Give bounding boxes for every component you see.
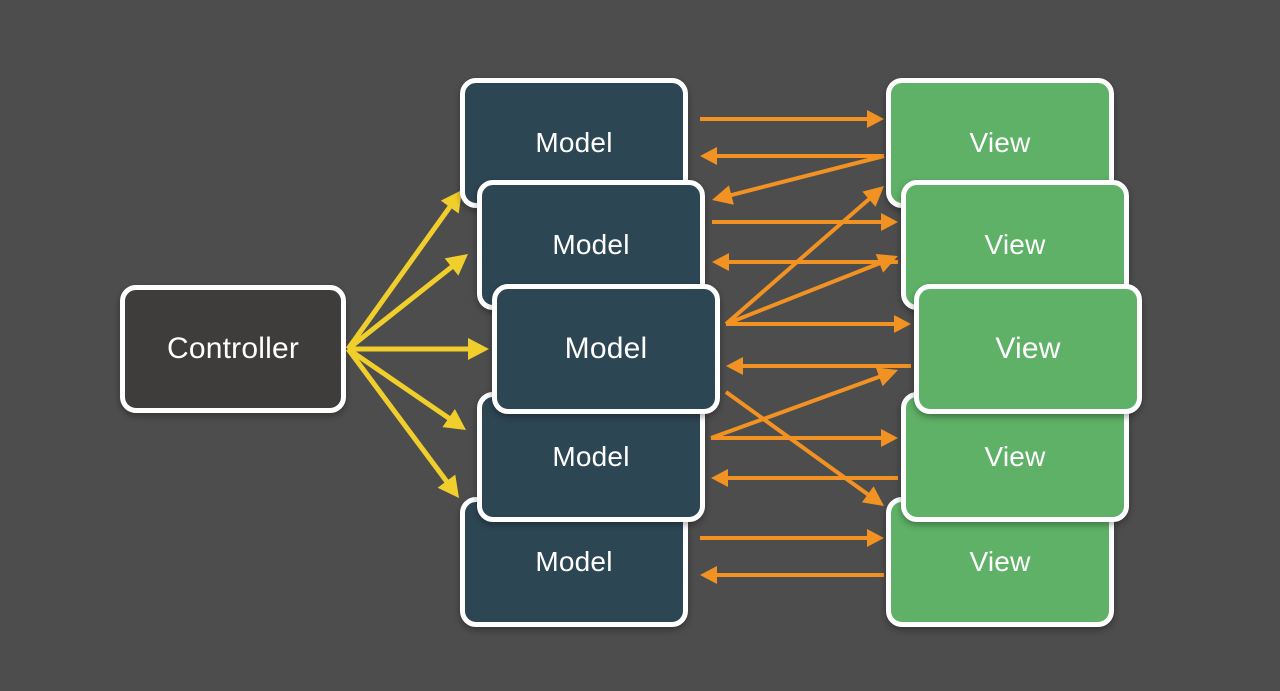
node-model-label: Model [535,127,613,158]
node-model-label: Model [552,229,630,260]
arrow-model-to-view-diagonal-2 [724,186,884,326]
controller-label: Controller [166,332,300,365]
node-view-label: View [995,332,1061,365]
arrow-controller-to-model-5 [345,347,459,498]
node-view-3[interactable]: View [914,284,1142,414]
arrow-model-to-view-straight-1 [700,110,884,128]
node-view-label: View [969,546,1031,577]
node-view-label: View [984,441,1046,472]
arrow-model-to-view-diagonal-4 [724,390,884,506]
arrow-model-to-view-diagonal-5 [710,367,898,440]
arrow-view-to-model-straight-6 [726,357,911,375]
arrow-view-to-model-straight-2 [700,147,884,165]
node-view-label: View [969,127,1031,158]
arrow-view-to-model-straight-4 [712,253,898,271]
node-model-label: Model [552,441,630,472]
node-model-3[interactable]: Model [492,284,720,414]
node-view-label: View [984,229,1046,260]
arrow-controller-to-model-3 [348,338,489,360]
arrow-controller-to-model-2 [346,254,468,351]
arrow-view-to-model-diagonal-1 [712,154,885,205]
arrow-model-to-view-straight-9 [700,529,884,547]
arrow-model-to-view-straight-3 [712,213,898,231]
arrow-controller-to-model-4 [346,346,466,430]
node-model-label: Model [564,332,648,365]
arrow-view-to-model-straight-8 [711,469,898,487]
node-controller[interactable]: Controller [120,285,346,413]
arrow-controller-to-model-1 [345,190,462,351]
arrow-view-to-model-straight-10 [700,566,884,584]
arrow-model-to-view-straight-7 [711,429,898,447]
arrow-model-to-view-diagonal-3 [725,254,898,326]
node-model-label: Model [535,546,613,577]
arrow-model-to-view-straight-5 [726,315,911,333]
